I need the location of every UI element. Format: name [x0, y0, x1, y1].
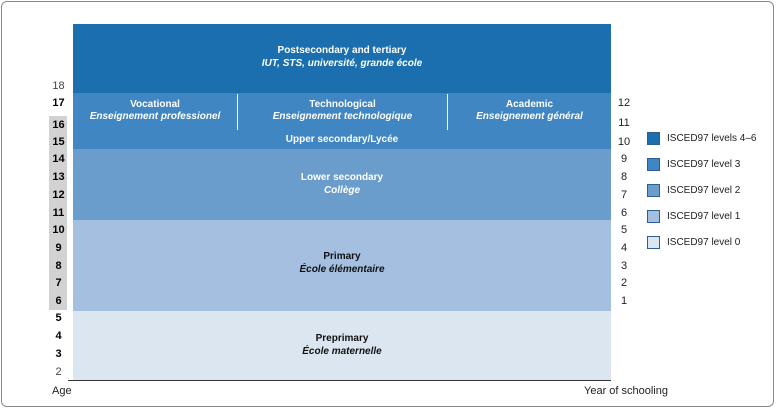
academic-track: Academic Enseignement général: [448, 99, 611, 123]
legend-swatch: [647, 132, 660, 145]
age-label: 18: [52, 80, 65, 92]
age-label: 8: [55, 260, 62, 272]
year-label: 2: [620, 277, 628, 289]
age-axis-label: Age: [52, 385, 72, 397]
x-axis-line: [68, 380, 611, 381]
year-label: 5: [620, 224, 628, 236]
age-label: 9: [55, 242, 62, 254]
tertiary-block: Postsecondary and tertiary IUT, STS, uni…: [73, 24, 611, 93]
legend-swatch: [647, 158, 660, 171]
year-label: 11: [618, 117, 630, 129]
legend-label: ISCED97 level 2: [667, 185, 741, 196]
lower-secondary-subtitle: Collège: [323, 185, 361, 196]
year-label: 9: [620, 153, 628, 165]
year-label: 10: [617, 136, 631, 148]
vocational-title: Vocational: [130, 99, 180, 110]
vocational-track: Vocational Enseignement professionel: [73, 99, 237, 123]
preprimary-block: Preprimary École maternelle: [73, 311, 611, 380]
lower-secondary-title: Lower secondary: [300, 172, 384, 183]
lower-secondary-block: Lower secondary Collège: [73, 149, 611, 220]
compulsory-schooling-band: [49, 116, 67, 310]
legend-swatch: [647, 184, 660, 197]
upper-secondary-title: Upper secondary/Lycée: [285, 134, 399, 145]
primary-title: Primary: [323, 251, 361, 262]
preprimary-subtitle: École maternelle: [302, 346, 382, 357]
academic-subtitle: Enseignement général: [476, 111, 583, 122]
age-label: 3: [55, 348, 62, 360]
age-label: 7: [55, 277, 62, 289]
age-label: 16: [52, 119, 65, 131]
age-label: 2: [55, 366, 62, 378]
legend-label: ISCED97 level 1: [667, 211, 741, 222]
academic-title: Academic: [505, 99, 554, 110]
track-divider: [447, 94, 448, 130]
upper-secondary-block: Vocational Enseignement professionel Tec…: [73, 93, 611, 149]
legend-label: ISCED97 level 0: [667, 237, 741, 248]
year-label: 1: [620, 295, 628, 307]
age-label: 12: [52, 189, 65, 201]
age-label: 6: [55, 295, 62, 307]
year-axis-label: Year of schooling: [584, 385, 668, 397]
age-label: 4: [55, 330, 62, 342]
technological-track: Technological Enseignement technologique: [238, 99, 447, 123]
legend-label: ISCED97 level 3: [667, 159, 741, 170]
technological-subtitle: Enseignement technologique: [272, 111, 413, 122]
age-label: 13: [52, 171, 65, 183]
primary-subtitle: École élémentaire: [299, 264, 385, 275]
age-label: 5: [55, 312, 62, 324]
primary-block: Primary École élémentaire: [73, 220, 611, 311]
year-label: 6: [620, 207, 628, 219]
year-label: 8: [620, 171, 628, 183]
year-label: 4: [620, 242, 628, 254]
age-label: 17: [52, 97, 65, 109]
track-divider: [237, 94, 238, 130]
age-label: 15: [52, 136, 65, 148]
technological-title: Technological: [309, 99, 376, 110]
year-label: 3: [620, 260, 628, 272]
legend-label: ISCED97 levels 4–6: [667, 133, 757, 144]
vocational-subtitle: Enseignement professionel: [89, 111, 221, 122]
age-label: 10: [52, 224, 65, 236]
year-label: 7: [620, 189, 628, 201]
legend-swatch: [647, 236, 660, 249]
age-label: 14: [52, 153, 65, 165]
age-label: 11: [52, 207, 65, 219]
tertiary-title: Postsecondary and tertiary: [277, 45, 407, 56]
legend-swatch: [647, 210, 660, 223]
preprimary-title: Preprimary: [315, 333, 369, 344]
tertiary-subtitle: IUT, STS, université, grande école: [261, 58, 423, 69]
year-label: 12: [617, 97, 631, 109]
